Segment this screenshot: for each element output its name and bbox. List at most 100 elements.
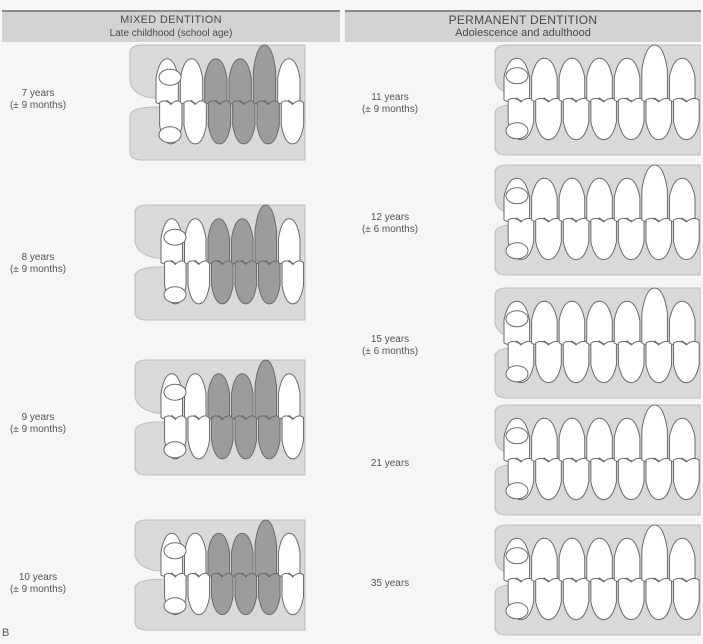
upper-tooth <box>642 45 668 102</box>
upper-tooth <box>278 59 300 104</box>
lower-tooth <box>674 218 700 259</box>
upper-tooth <box>587 178 613 221</box>
lower-tooth <box>646 218 672 259</box>
lower-tooth <box>188 416 210 459</box>
upper-tooth <box>559 58 585 101</box>
upper-tooth <box>532 178 558 221</box>
lower-tooth <box>591 218 617 259</box>
lower-tooth <box>674 98 700 139</box>
upper-tooth <box>559 301 585 344</box>
upper-tooth <box>669 538 695 581</box>
lower-tooth <box>235 416 257 459</box>
lower-tooth <box>674 341 700 382</box>
lower-tooth <box>618 341 644 382</box>
upper-tooth <box>532 418 558 461</box>
lower-tooth <box>591 98 617 139</box>
upper-tooth <box>614 418 640 461</box>
upper-tooth <box>205 59 227 104</box>
lower-tooth <box>257 101 279 144</box>
lower-tooth <box>646 341 672 382</box>
lower-tooth <box>563 578 589 619</box>
permanent-dentition-panel-3 <box>495 288 700 398</box>
upper-tooth <box>532 301 558 344</box>
mixed-dentition-panel-4 <box>135 520 305 630</box>
lower-tooth <box>674 458 700 499</box>
upper-tooth <box>180 59 202 104</box>
lower-tooth <box>536 98 562 139</box>
upper-tooth <box>185 374 207 419</box>
upper-tooth <box>232 374 254 419</box>
upper-tooth <box>532 538 558 581</box>
upper-tooth <box>559 418 585 461</box>
upper-tooth <box>669 418 695 461</box>
lower-tooth <box>259 261 281 304</box>
developing-crown <box>159 69 181 85</box>
lower-tooth <box>235 261 257 304</box>
developing-crown <box>164 229 186 245</box>
developing-crown <box>164 598 186 614</box>
upper-tooth <box>255 520 277 577</box>
lower-tooth <box>184 101 206 144</box>
upper-tooth <box>532 58 558 101</box>
upper-tooth <box>232 533 254 576</box>
lower-tooth <box>674 578 700 619</box>
lower-tooth <box>646 578 672 619</box>
lower-tooth <box>536 578 562 619</box>
lower-tooth <box>235 573 257 614</box>
upper-tooth <box>559 178 585 221</box>
upper-tooth <box>642 288 668 345</box>
developing-crown <box>164 287 186 303</box>
lower-tooth <box>282 573 304 614</box>
upper-tooth <box>587 58 613 101</box>
upper-tooth <box>279 533 301 576</box>
upper-tooth <box>253 45 275 104</box>
upper-tooth <box>669 301 695 344</box>
lower-tooth <box>208 101 230 144</box>
lower-tooth <box>259 416 281 459</box>
mixed-dentition-panel-1 <box>130 45 305 160</box>
upper-tooth <box>587 301 613 344</box>
mixed-dentition-panel-3 <box>135 360 305 475</box>
upper-tooth <box>279 219 301 264</box>
developing-crown <box>506 123 528 139</box>
developing-crown <box>506 188 528 204</box>
lower-tooth <box>563 458 589 499</box>
upper-tooth <box>208 533 230 576</box>
lower-tooth <box>536 341 562 382</box>
upper-tooth <box>642 405 668 462</box>
upper-tooth <box>185 219 207 264</box>
upper-tooth <box>642 525 668 582</box>
upper-tooth <box>669 58 695 101</box>
upper-tooth <box>614 301 640 344</box>
developing-crown <box>506 311 528 327</box>
upper-tooth <box>559 538 585 581</box>
lower-tooth <box>536 218 562 259</box>
upper-tooth <box>587 538 613 581</box>
lower-tooth <box>188 261 210 304</box>
upper-tooth <box>185 533 207 576</box>
lower-tooth <box>646 98 672 139</box>
developing-crown <box>506 483 528 499</box>
upper-tooth <box>614 58 640 101</box>
developing-crown <box>164 384 186 400</box>
lower-tooth <box>281 101 303 144</box>
upper-tooth <box>255 360 277 419</box>
upper-tooth <box>669 178 695 221</box>
lower-tooth <box>618 458 644 499</box>
lower-tooth <box>259 573 281 614</box>
lower-tooth <box>646 458 672 499</box>
lower-tooth <box>282 261 304 304</box>
upper-tooth <box>208 374 230 419</box>
upper-tooth <box>642 165 668 222</box>
lower-tooth <box>563 341 589 382</box>
permanent-dentition-panel-5 <box>495 525 700 635</box>
developing-crown <box>159 127 181 143</box>
developing-crown <box>506 428 528 444</box>
lower-tooth <box>188 573 210 614</box>
upper-tooth <box>229 59 251 104</box>
developing-crown <box>506 243 528 259</box>
developing-crown <box>164 543 186 559</box>
lower-tooth <box>233 101 255 144</box>
lower-tooth <box>563 98 589 139</box>
lower-tooth <box>618 578 644 619</box>
